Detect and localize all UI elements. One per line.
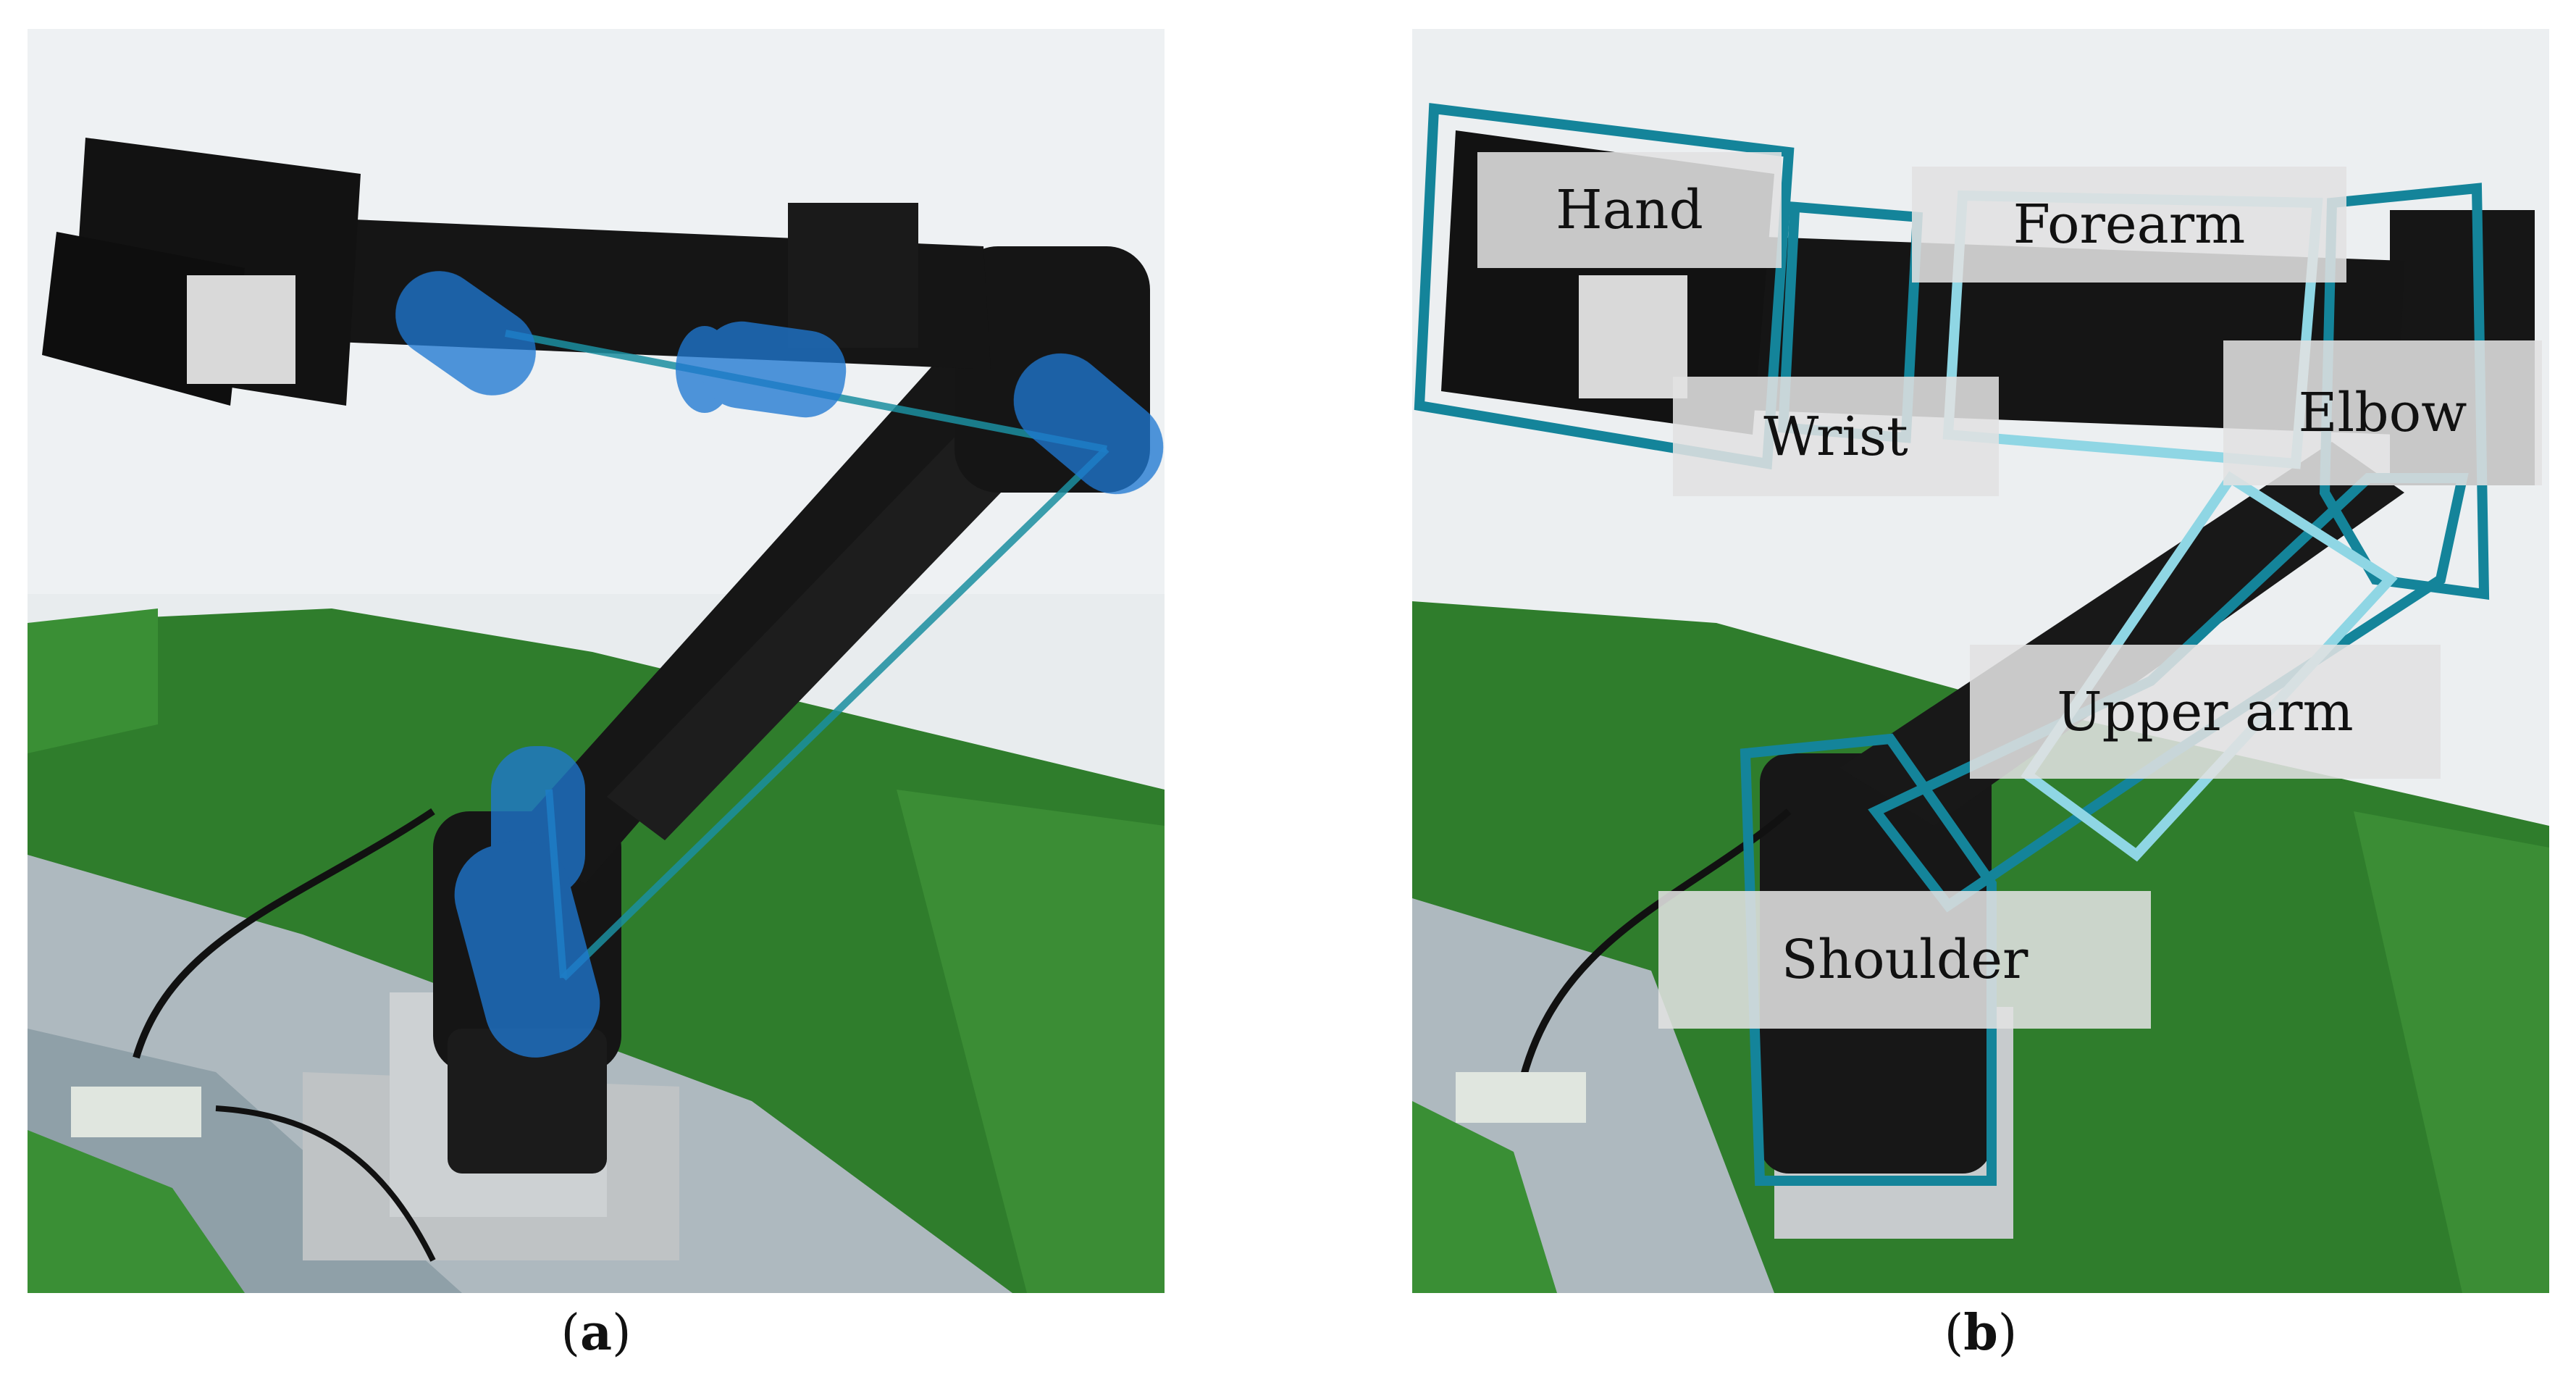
caption-a-open: ( [561, 1305, 580, 1362]
robot-arm-photo-a [28, 29, 1165, 1293]
label-shoulder: Shoulder [1658, 891, 2151, 1029]
caption-b-close: ) [1997, 1305, 2018, 1362]
label-elbow: Elbow [2223, 340, 2542, 485]
caption-b-open: ( [1944, 1305, 1964, 1362]
label-wrist: Wrist [1673, 377, 1999, 496]
panel-a-photo [28, 29, 1165, 1293]
label-hand: Hand [1477, 152, 1782, 268]
caption-a-close: ) [612, 1305, 632, 1362]
caption-a-letter: a [579, 1304, 613, 1362]
label-upper-arm: Upper arm [1970, 645, 2441, 779]
caption-b: (b) [1908, 1304, 2053, 1362]
panel-b-photo: Hand Forearm Wrist Elbow Upper arm Shoul… [1412, 29, 2549, 1293]
caption-a: (a) [524, 1304, 668, 1362]
caption-b-letter: b [1963, 1304, 1998, 1362]
label-forearm: Forearm [1912, 167, 2346, 283]
